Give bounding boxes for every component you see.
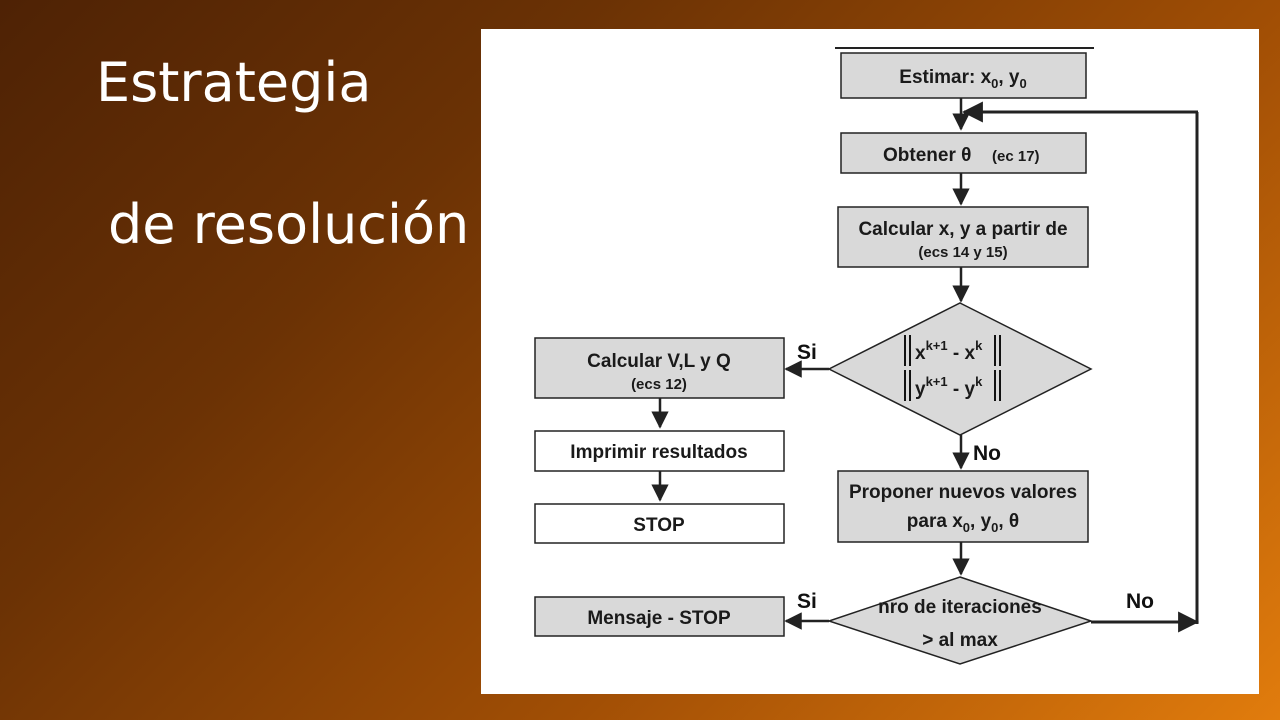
obtener-box: Obtener θ (ec 17) — [840, 132, 1087, 174]
obtener-ref: (ec 17) — [992, 148, 1040, 165]
edge-label-si-iteraciones: Si — [797, 590, 817, 613]
calcular-vlq-box: Calcular V,L y Q (ecs 12) — [534, 337, 785, 399]
stop-box: STOP — [534, 503, 785, 544]
imprimir-label: Imprimir resultados — [570, 442, 747, 463]
iteraciones-line1: nro de iteraciones — [878, 597, 1042, 618]
stop-label: STOP — [633, 515, 685, 536]
calcular-vlq-line2: (ecs 12) — [631, 376, 687, 393]
proponer-line1: Proponer nuevos valores — [849, 482, 1077, 503]
proponer-line2: para x0, y0, θ — [907, 511, 1019, 535]
edge-label-no-iteraciones: No — [1126, 590, 1154, 613]
calcular-xy-box: Calcular x, y a partir de (ecs 14 y 15) — [837, 206, 1089, 268]
edge-label-no-convergence: No — [973, 442, 1001, 465]
flowchart-panel: Estimar: x0, y0 Obtener θ (ec 17) Calcul… — [481, 29, 1259, 694]
mensaje-label: Mensaje - STOP — [587, 608, 731, 629]
iteraciones-line2: > al max — [922, 630, 998, 651]
estimar-box: Estimar: x0, y0 — [840, 52, 1087, 99]
convergence-x-term: xk+1 - xk — [915, 338, 983, 364]
proponer-box: Proponer nuevos valores para x0, y0, θ — [837, 470, 1089, 543]
calcular-xy-line2: (ecs 14 y 15) — [918, 244, 1007, 261]
convergence-diamond: xk+1 - xk yk+1 - yk — [827, 302, 1093, 436]
flowchart-diagram: Estimar: x0, y0 Obtener θ (ec 17) Calcul… — [534, 47, 1200, 665]
convergence-y-term: yk+1 - yk — [915, 374, 983, 400]
mensaje-box: Mensaje - STOP — [534, 596, 785, 637]
imprimir-box: Imprimir resultados — [534, 430, 785, 472]
slide-title-line-2: de resolución — [108, 193, 470, 256]
obtener-label: Obtener θ — [883, 145, 971, 166]
estimar-label: Estimar: x0, y0 — [899, 67, 1026, 91]
iteraciones-diamond: nro de iteraciones > al max — [826, 576, 1094, 665]
calcular-vlq-line1: Calcular V,L y Q — [587, 351, 731, 372]
slide-title-line-1: Estrategia — [96, 51, 372, 114]
calcular-xy-line1: Calcular x, y a partir de — [858, 219, 1067, 240]
edge-label-si-convergence: Si — [797, 341, 817, 364]
